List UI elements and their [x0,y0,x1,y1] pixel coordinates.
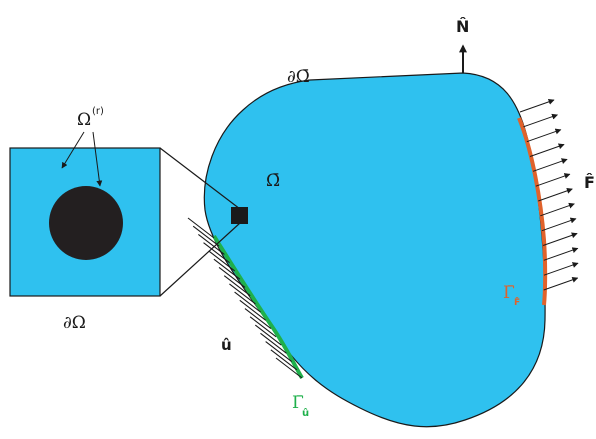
hatch-line [192,225,220,247]
hatch-line [260,332,287,354]
traction-arrow [540,202,575,217]
hatch-line [254,324,282,346]
pointer-arrow-inclusion [92,131,103,187]
hatch-line [208,250,236,272]
traction-boundary-label: Γ̄ F̂ [503,283,520,308]
hatch-line [203,242,230,264]
hatch-line [275,357,303,379]
svg-text:Γ̄: Γ̄ [292,393,304,413]
pointer-arrow-matrix [61,131,85,169]
traction-arrow [535,173,571,187]
hatch-line [239,299,267,321]
traction-arrow [541,217,577,232]
traction-arrow [519,98,555,113]
traction-arrow [543,276,579,291]
inclusion-circle [49,186,123,260]
traction-arrow [543,262,579,276]
boundary-macro-label: ∂Ω̄ [287,67,310,87]
svg-text:Γ̄: Γ̄ [503,283,515,303]
traction-arrow [543,247,579,261]
hatch-line [249,316,277,338]
hatch-line [213,258,241,280]
traction-arrow [529,143,565,157]
svg-text:û: û [302,407,309,419]
hatch-line [244,308,272,330]
hatch-line [265,341,292,362]
hatch-support-icon [187,217,303,379]
traction-arrow [542,232,578,246]
traction-arrow [532,158,568,172]
hatch-line [198,234,225,255]
traction-arrow [523,113,559,128]
displacement-label: û [221,336,232,354]
svg-text:(r): (r) [92,106,104,117]
boundary-micro-label: ∂Ω [63,313,86,333]
traction-arrow [538,187,573,202]
hatch-line [223,275,251,297]
domain-macro-label: Ω̄ [266,171,280,191]
hatch-line [234,291,261,313]
traction-arrow [526,128,562,143]
displacement-boundary-label: Γ̄ û [292,393,309,419]
right-arrow-icon [519,98,579,291]
hatch-line [270,349,298,371]
zoom-line-bottom [159,222,241,297]
inclusion-label: Ω (r) [77,106,104,130]
hatch-line [187,217,215,239]
macro-domain [203,72,546,428]
zoom-line-top [159,147,241,210]
traction-label: F̂ [584,173,595,192]
hatch-line [218,266,246,288]
normal-label: N̂ [456,17,469,36]
displacement-boundary-edge [212,234,304,379]
svg-text:Ω: Ω [77,110,91,130]
hatch-line [229,283,256,305]
svg-text:F̂: F̂ [514,296,520,308]
zoom-marker [231,207,248,224]
